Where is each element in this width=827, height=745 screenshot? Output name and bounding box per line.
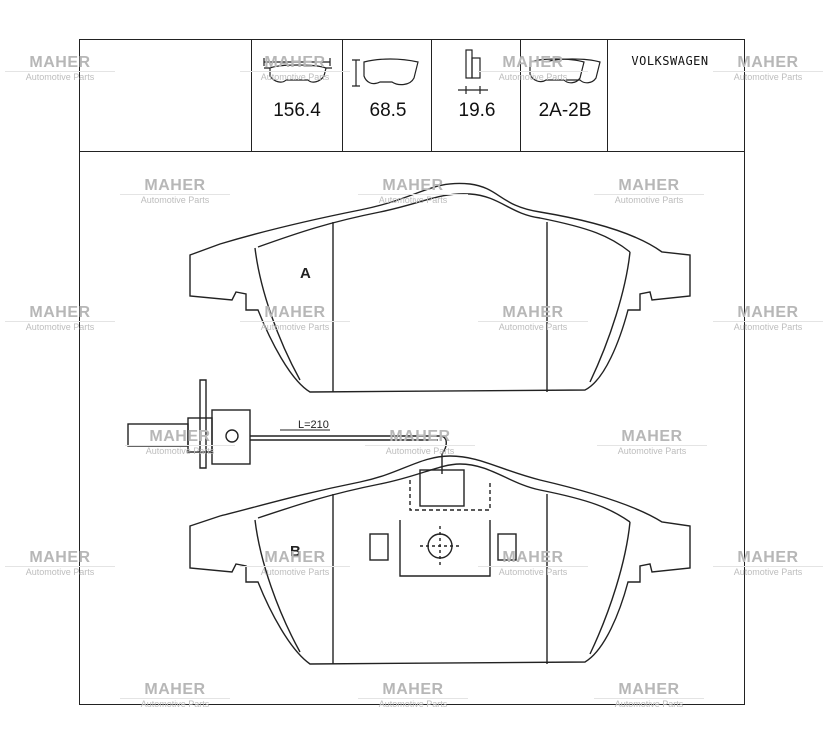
header-cell-divider <box>607 40 608 151</box>
wire-length-label: L=210 <box>298 419 329 431</box>
pad-thickness-value: 19.6 <box>458 100 496 121</box>
pad-a-outline <box>189 182 691 393</box>
header-icons <box>263 49 601 94</box>
header-divider <box>80 151 744 152</box>
header-cell-divider <box>342 40 343 151</box>
pad-variant-value: 2A-2B <box>538 100 592 121</box>
header-cell-divider <box>520 40 521 151</box>
pad-variant-icon <box>529 58 601 84</box>
pad-b-label: B <box>290 543 301 560</box>
spec-frame: 156.4 68.5 19.6 2A-2B VOLKSWAGEN <box>79 39 745 705</box>
pad-length-value: 156.4 <box>273 100 321 121</box>
pad-width-value: 68.5 <box>369 100 407 121</box>
header-cell-divider <box>251 40 252 151</box>
pad-a-label: A <box>300 265 311 282</box>
pad-b-outline <box>189 455 691 665</box>
pad-length-icon <box>263 58 332 83</box>
vehicle-brand: VOLKSWAGEN <box>631 54 709 68</box>
header-cell-divider <box>431 40 432 151</box>
pad-thickness-icon <box>458 49 488 94</box>
wear-sensor <box>127 379 447 474</box>
pad-width-icon <box>352 58 419 87</box>
